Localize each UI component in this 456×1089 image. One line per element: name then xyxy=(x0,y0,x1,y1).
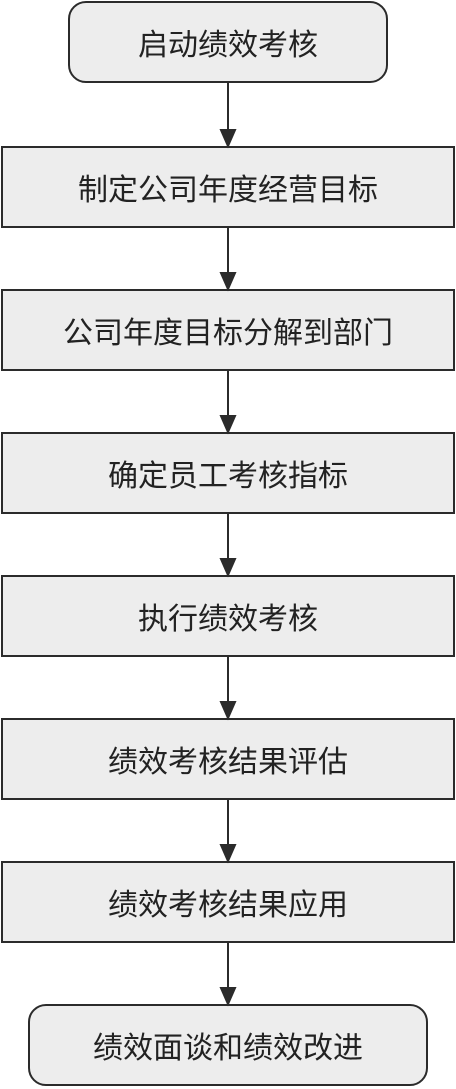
step-execute-performance-review: 执行绩效考核 xyxy=(1,575,455,657)
step-decompose-goals-to-departments: 公司年度目标分解到部门 xyxy=(1,289,455,371)
arrowhead-2-to-3 xyxy=(219,272,237,292)
arrowhead-5-to-6 xyxy=(219,701,237,721)
step-label: 绩效考核结果应用 xyxy=(108,888,348,923)
step-label: 公司年度目标分解到部门 xyxy=(63,316,393,351)
step-label: 启动绩效考核 xyxy=(138,28,318,63)
arrowhead-6-to-7 xyxy=(219,844,237,864)
step-label: 制定公司年度经营目标 xyxy=(78,173,378,208)
arrowhead-4-to-5 xyxy=(219,558,237,578)
step-set-annual-business-goals: 制定公司年度经营目标 xyxy=(1,146,455,228)
step-define-employee-kpis: 确定员工考核指标 xyxy=(1,432,455,514)
step-label: 确定员工考核指标 xyxy=(108,459,348,494)
step-label: 绩效考核结果评估 xyxy=(108,745,348,780)
step-apply-review-results: 绩效考核结果应用 xyxy=(1,861,455,943)
step-start-performance-review: 启动绩效考核 xyxy=(68,1,388,83)
step-label: 执行绩效考核 xyxy=(138,602,318,637)
arrowhead-3-to-4 xyxy=(219,415,237,435)
step-evaluate-review-results: 绩效考核结果评估 xyxy=(1,718,455,800)
arrowhead-1-to-2 xyxy=(219,129,237,149)
step-label: 绩效面谈和绩效改进 xyxy=(93,1031,363,1066)
step-interview-and-improvement: 绩效面谈和绩效改进 xyxy=(28,1004,428,1086)
arrowhead-7-to-8 xyxy=(219,987,237,1007)
